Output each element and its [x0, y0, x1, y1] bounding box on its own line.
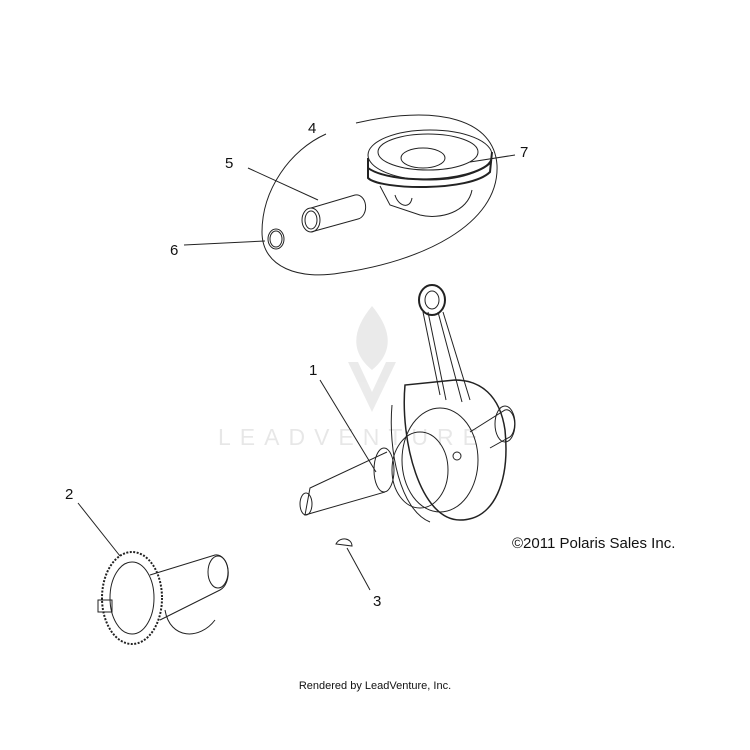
- callout-7: 7: [520, 144, 529, 161]
- leader-5: [247, 167, 319, 201]
- callout-2: 2: [65, 486, 74, 503]
- balance-shaft: [97, 551, 229, 645]
- leader-2: [77, 502, 121, 557]
- callout-5: 5: [225, 155, 234, 172]
- piston-pin-clip: [267, 228, 285, 250]
- watermark-text: LEADVENTURE: [218, 424, 487, 450]
- piston-assembly-ellipse: [261, 114, 498, 276]
- rendered-by-footer: Rendered by LeadVenture, Inc.: [298, 680, 452, 692]
- leader-6: [183, 240, 266, 246]
- callout-1: 1: [309, 362, 318, 379]
- callout-4: 4: [308, 120, 317, 137]
- crankshaft: [299, 284, 516, 523]
- leader-3: [346, 547, 371, 591]
- callout-3: 3: [373, 593, 382, 610]
- piston: [367, 129, 493, 217]
- callout-6: 6: [170, 242, 179, 259]
- leader-7: [469, 154, 516, 163]
- woodruff-key: [335, 538, 353, 547]
- watermark-logo: [348, 306, 396, 412]
- copyright-notice: ©2011 Polaris Sales Inc.: [512, 535, 676, 552]
- leader-1: [319, 379, 377, 473]
- piston-pin: [301, 194, 367, 233]
